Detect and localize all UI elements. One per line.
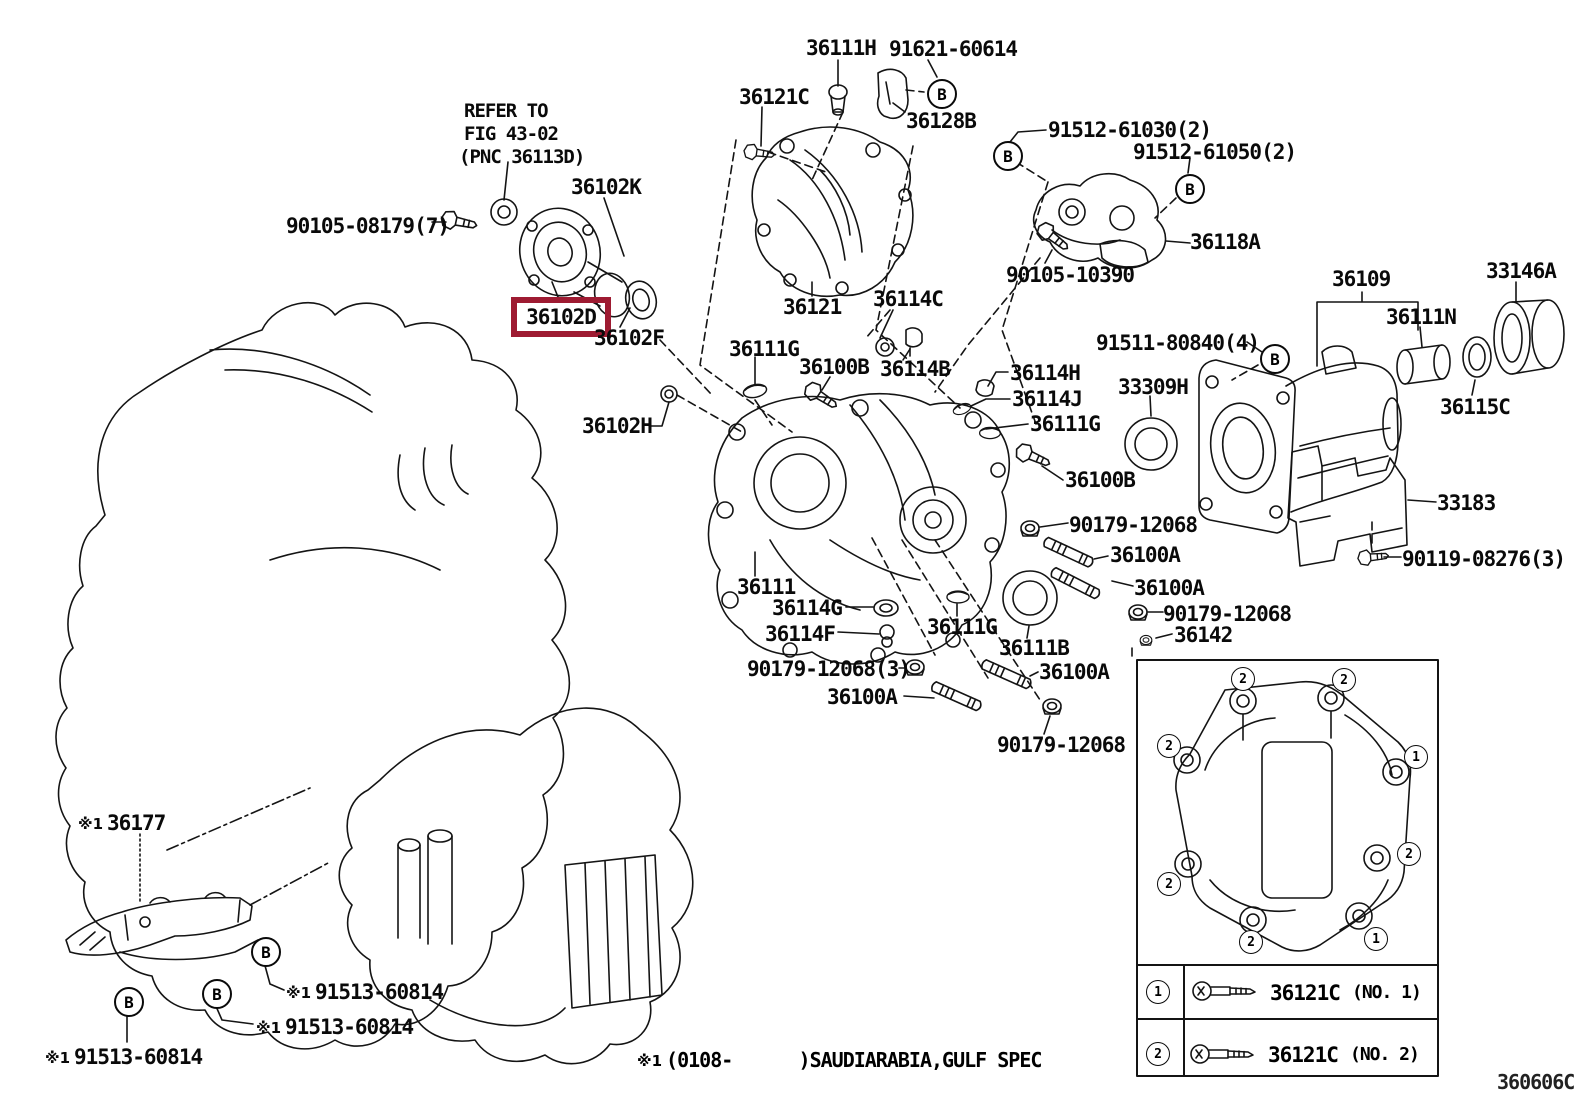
part-label-90179-12068-1: 90179-12068 bbox=[1069, 513, 1198, 537]
legend-bolt-icons bbox=[1190, 981, 1256, 1064]
part-label-36114c: 36114C bbox=[873, 287, 944, 311]
part-label-90179-12068-4: 90179-12068 bbox=[997, 733, 1126, 757]
part-label-36100a-1: 36100A bbox=[1110, 543, 1181, 567]
legend-row1-part: 36121C bbox=[1270, 981, 1341, 1005]
part-label-91621-60614: 91621-60614 bbox=[889, 37, 1018, 61]
part-label-36100a-4: 36100A bbox=[827, 685, 898, 709]
asterisk-mark: ※1 bbox=[256, 1019, 282, 1037]
bracket-33183-drawing bbox=[1287, 445, 1408, 567]
torque-pos-marker-8: 1 bbox=[1364, 927, 1388, 951]
rear-cover-inset-drawing bbox=[1173, 680, 1412, 952]
torque-pos-marker-2: 2 bbox=[1332, 668, 1356, 692]
callout-b-marker-2: B bbox=[993, 141, 1023, 171]
dashed-lines bbox=[166, 89, 1373, 906]
callout-b-marker-6: B bbox=[202, 979, 232, 1009]
part-label-36114b: 36114B bbox=[880, 357, 951, 381]
part-label-91512-61030: 91512-61030(2) bbox=[1048, 118, 1212, 142]
clutch-housing-36121-drawing bbox=[751, 126, 914, 297]
callout-b-marker-1: B bbox=[927, 79, 957, 109]
inset-frame bbox=[1136, 659, 1439, 1077]
torque-pos-marker-7: 2 bbox=[1239, 930, 1263, 954]
torque-pos-marker-6: 2 bbox=[1157, 872, 1181, 896]
part-label-36100b-2: 36100B bbox=[1065, 468, 1136, 492]
part-label-36111: 36111 bbox=[737, 575, 796, 599]
transaxle-case-36111-drawing bbox=[707, 392, 1011, 665]
part-label-36142: 36142 bbox=[1174, 623, 1233, 647]
seal-rings-drawing bbox=[1002, 299, 1565, 626]
part-label-90179-12068-3: 90179-12068(3) bbox=[747, 657, 911, 681]
part-label-36114g: 36114G bbox=[772, 596, 843, 620]
highlight-box-36102d: 36102D bbox=[511, 297, 611, 337]
part-label-36114h: 36114H bbox=[1010, 361, 1081, 385]
part-label-36111h: 36111H bbox=[806, 36, 877, 60]
torque-pos-marker-1: 2 bbox=[1231, 667, 1255, 691]
torque-pos-marker-4: 1 bbox=[1404, 745, 1428, 769]
part-label-36102k: 36102K bbox=[571, 175, 642, 199]
part-label-36100a-2: 36100A bbox=[1134, 576, 1205, 600]
asterisk-mark: ※1 bbox=[78, 815, 104, 833]
engine-assembly-drawing bbox=[55, 301, 694, 1065]
refer-note-line2: FIG 43-02 bbox=[464, 123, 559, 145]
asterisk-mark: ※1 bbox=[45, 1049, 71, 1067]
part-label-33146a: 33146A bbox=[1486, 259, 1557, 283]
part-label-36121: 36121 bbox=[783, 295, 842, 319]
legend-row1-qualifier: (NO. 1) bbox=[1352, 982, 1422, 1003]
part-label-33309h: 33309H bbox=[1118, 375, 1189, 399]
transfer-housing-36109-drawing bbox=[1198, 345, 1402, 534]
callout-b-marker-4: B bbox=[1260, 344, 1290, 374]
part-label-36102f: 36102F bbox=[594, 326, 665, 350]
part-label-36121c: 36121C bbox=[739, 85, 810, 109]
part-label-90105-08179: 90105-08179(7) bbox=[286, 214, 450, 238]
callout-b-marker-5: B bbox=[251, 937, 281, 967]
torque-pos-marker-5: 2 bbox=[1397, 842, 1421, 866]
part-label-36115c: 36115C bbox=[1440, 395, 1511, 419]
legend-row2-marker: 2 bbox=[1146, 1042, 1170, 1066]
part-label-36102d: 36102D bbox=[526, 305, 597, 329]
legend-row1-marker: 1 bbox=[1146, 980, 1170, 1004]
part-label-90105-10390: 90105-10390 bbox=[1006, 263, 1135, 287]
refer-note-line1: REFER TO bbox=[464, 100, 549, 122]
part-label-36100b-1: 36100B bbox=[799, 355, 870, 379]
asterisk-mark: ※1 bbox=[637, 1052, 663, 1070]
bracket-36118a-drawing bbox=[1032, 173, 1167, 269]
part-label-36111g-2: 36111G bbox=[1030, 412, 1101, 436]
leader-lines bbox=[126, 59, 1517, 1043]
part-label-36128b: 36128B bbox=[906, 109, 977, 133]
part-label-36114j: 36114J bbox=[1012, 387, 1083, 411]
footnote: ※1(0108- )SAUDIARABIA,GULF SPEC bbox=[637, 1048, 1042, 1072]
part-label-36111g-1: 36111G bbox=[729, 337, 800, 361]
legend-row2-qualifier: (NO. 2) bbox=[1350, 1044, 1420, 1065]
part-label-36100a-3: 36100A bbox=[1039, 660, 1110, 684]
part-label-90179-12068-2: 90179-12068 bbox=[1163, 602, 1292, 626]
part-label-36111b: 36111B bbox=[999, 636, 1070, 660]
part-label-36111n: 36111N bbox=[1386, 305, 1457, 329]
part-label-36114f: 36114F bbox=[765, 622, 836, 646]
part-label-91512-61050: 91512-61050(2) bbox=[1133, 140, 1297, 164]
part-label-36111g-3: 36111G bbox=[927, 615, 998, 639]
output-flange-36102-drawing bbox=[490, 198, 678, 403]
part-label-91511-80840: 91511-80840(4) bbox=[1096, 331, 1260, 355]
asterisk-mark: ※1 bbox=[286, 984, 312, 1002]
legend-row2-part: 36121C bbox=[1268, 1043, 1339, 1067]
part-label-90119-08276: 90119-08276(3) bbox=[1402, 547, 1566, 571]
refer-note-line3: (PNC 36113D) bbox=[459, 146, 585, 168]
part-label-36109: 36109 bbox=[1332, 267, 1391, 291]
callout-b-marker-7: B bbox=[114, 987, 144, 1017]
part-label-33183: 33183 bbox=[1437, 491, 1496, 515]
bracket-36177-drawing bbox=[65, 891, 259, 961]
figure-code: 360606C bbox=[1497, 1070, 1575, 1094]
part-label-36118a: 36118A bbox=[1190, 230, 1261, 254]
part-label-36102h: 36102H bbox=[582, 414, 653, 438]
callout-b-marker-3: B bbox=[1175, 174, 1205, 204]
torque-pos-marker-3: 2 bbox=[1157, 734, 1181, 758]
